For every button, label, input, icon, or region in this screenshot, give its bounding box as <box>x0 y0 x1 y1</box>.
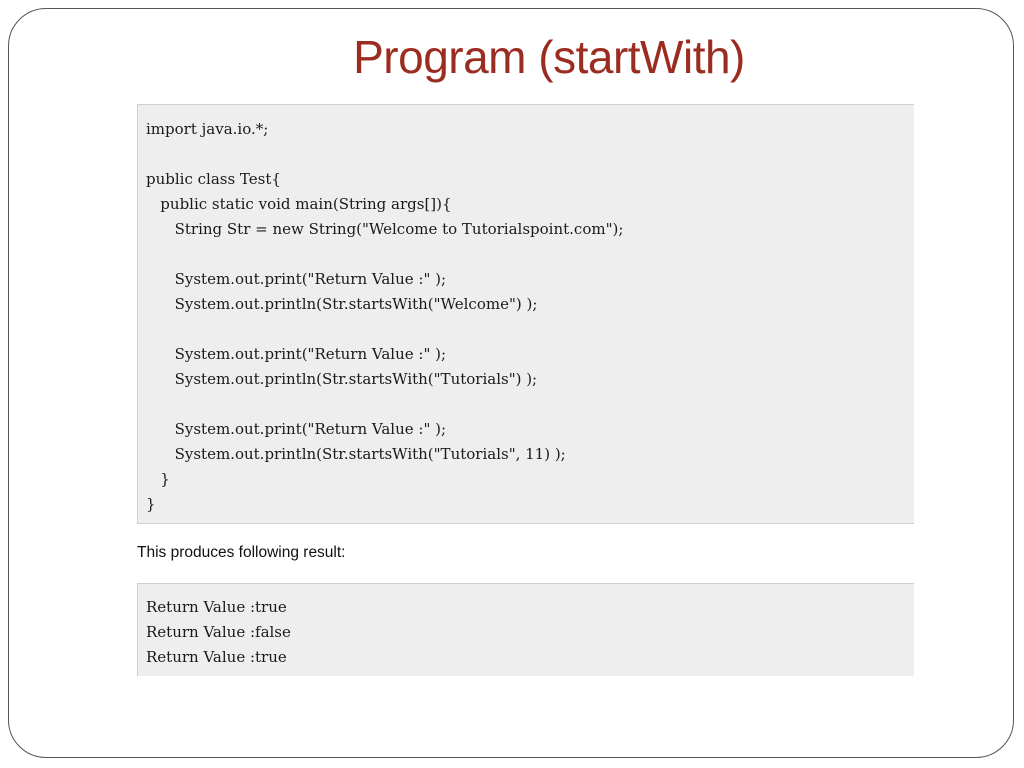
code-line <box>146 392 623 417</box>
code-line <box>146 242 623 267</box>
code-line: public class Test{ <box>146 170 281 188</box>
code-block: import java.io.*; public class Test{ publ… <box>137 104 914 524</box>
output-line: Return Value :true <box>146 648 287 666</box>
output-line: Return Value :true <box>146 598 287 616</box>
code-line: System.out.print("Return Value :" ); <box>146 420 447 438</box>
code-line: } <box>146 495 156 513</box>
code-line <box>146 317 623 342</box>
output-line: Return Value :false <box>146 623 291 641</box>
code-line: String Str = new String("Welcome to Tuto… <box>146 220 624 238</box>
result-caption: This produces following result: <box>137 544 346 561</box>
code-line: } <box>146 470 170 488</box>
code-line <box>146 142 623 167</box>
code-lines: import java.io.*; public class Test{ publ… <box>146 117 623 517</box>
code-line: System.out.println(Str.startsWith("Welco… <box>146 295 538 313</box>
code-line: System.out.print("Return Value :" ); <box>146 270 447 288</box>
code-line: System.out.println(Str.startsWith("Tutor… <box>146 445 566 463</box>
code-line: public static void main(String args[]){ <box>146 195 452 213</box>
code-line: import java.io.*; <box>146 120 269 138</box>
code-line: System.out.print("Return Value :" ); <box>146 345 447 363</box>
slide-title: Program (startWith) <box>353 31 745 83</box>
code-line: System.out.println(Str.startsWith("Tutor… <box>146 370 538 388</box>
